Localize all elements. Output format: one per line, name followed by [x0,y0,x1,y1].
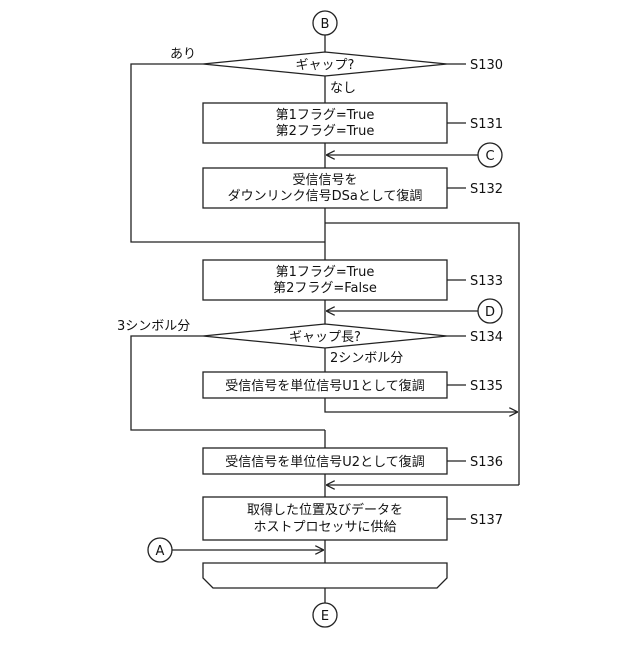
arrow-s135-right [325,398,517,412]
step-s135: S135 [470,379,503,394]
step-s132: S132 [470,182,503,197]
s130-no-label: なし [330,81,356,96]
process-s137-line2: ホストプロセッサに供給 [253,520,396,535]
process-s136: 受信信号を単位信号U2として復調 [203,448,447,474]
decision-s130: ギャップ? [203,52,447,76]
process-s132-line1: 受信信号を [292,173,357,188]
process-s137: 取得した位置及びデータを ホストプロセッサに供給 [203,497,447,540]
connector-b: B [313,11,337,35]
step-s134: S134 [470,330,503,345]
connector-a: A [148,538,172,562]
process-s131-line2: 第2フラグ=True [276,124,375,139]
connector-b-label: B [321,17,330,32]
process-s131: 第1フラグ=True 第2フラグ=True [203,103,447,143]
step-s133: S133 [470,274,503,289]
process-s133: 第1フラグ=True 第2フラグ=False [203,260,447,300]
connector-a-label: A [156,544,165,559]
step-s136: S136 [470,455,503,470]
step-s130: S130 [470,58,503,73]
process-s132-line2: ダウンリンク信号DSaとして復調 [228,188,423,204]
process-s132: 受信信号を ダウンリンク信号DSaとして復調 [203,168,447,208]
s134-two-label: 2シンボル分 [330,351,403,366]
loop-end [203,563,447,588]
connector-d: D [478,299,502,323]
process-s131-line1: 第1フラグ=True [276,108,375,123]
s130-yes-label: あり [170,47,196,62]
decision-s134-text: ギャップ長? [289,330,361,345]
step-s137: S137 [470,513,503,528]
process-s133-line1: 第1フラグ=True [276,265,375,280]
connector-d-label: D [485,305,495,320]
s134-three-label: 3シンボル分 [117,319,190,334]
process-s135-text: 受信信号を単位信号U1として復調 [225,378,424,394]
process-s137-line1: 取得した位置及びデータを [247,502,403,518]
process-s135: 受信信号を単位信号U1として復調 [203,372,447,398]
connector-c: C [478,143,502,167]
decision-s134: ギャップ長? [203,324,447,348]
decision-s130-text: ギャップ? [296,58,355,73]
line-s130-yes-loop [131,64,325,242]
process-s136-text: 受信信号を単位信号U2として復調 [225,454,424,470]
step-s131: S131 [470,117,503,132]
process-s133-line2: 第2フラグ=False [273,281,377,296]
connector-e: E [313,603,337,627]
connector-e-label: E [321,609,329,624]
connector-c-label: C [485,149,494,164]
